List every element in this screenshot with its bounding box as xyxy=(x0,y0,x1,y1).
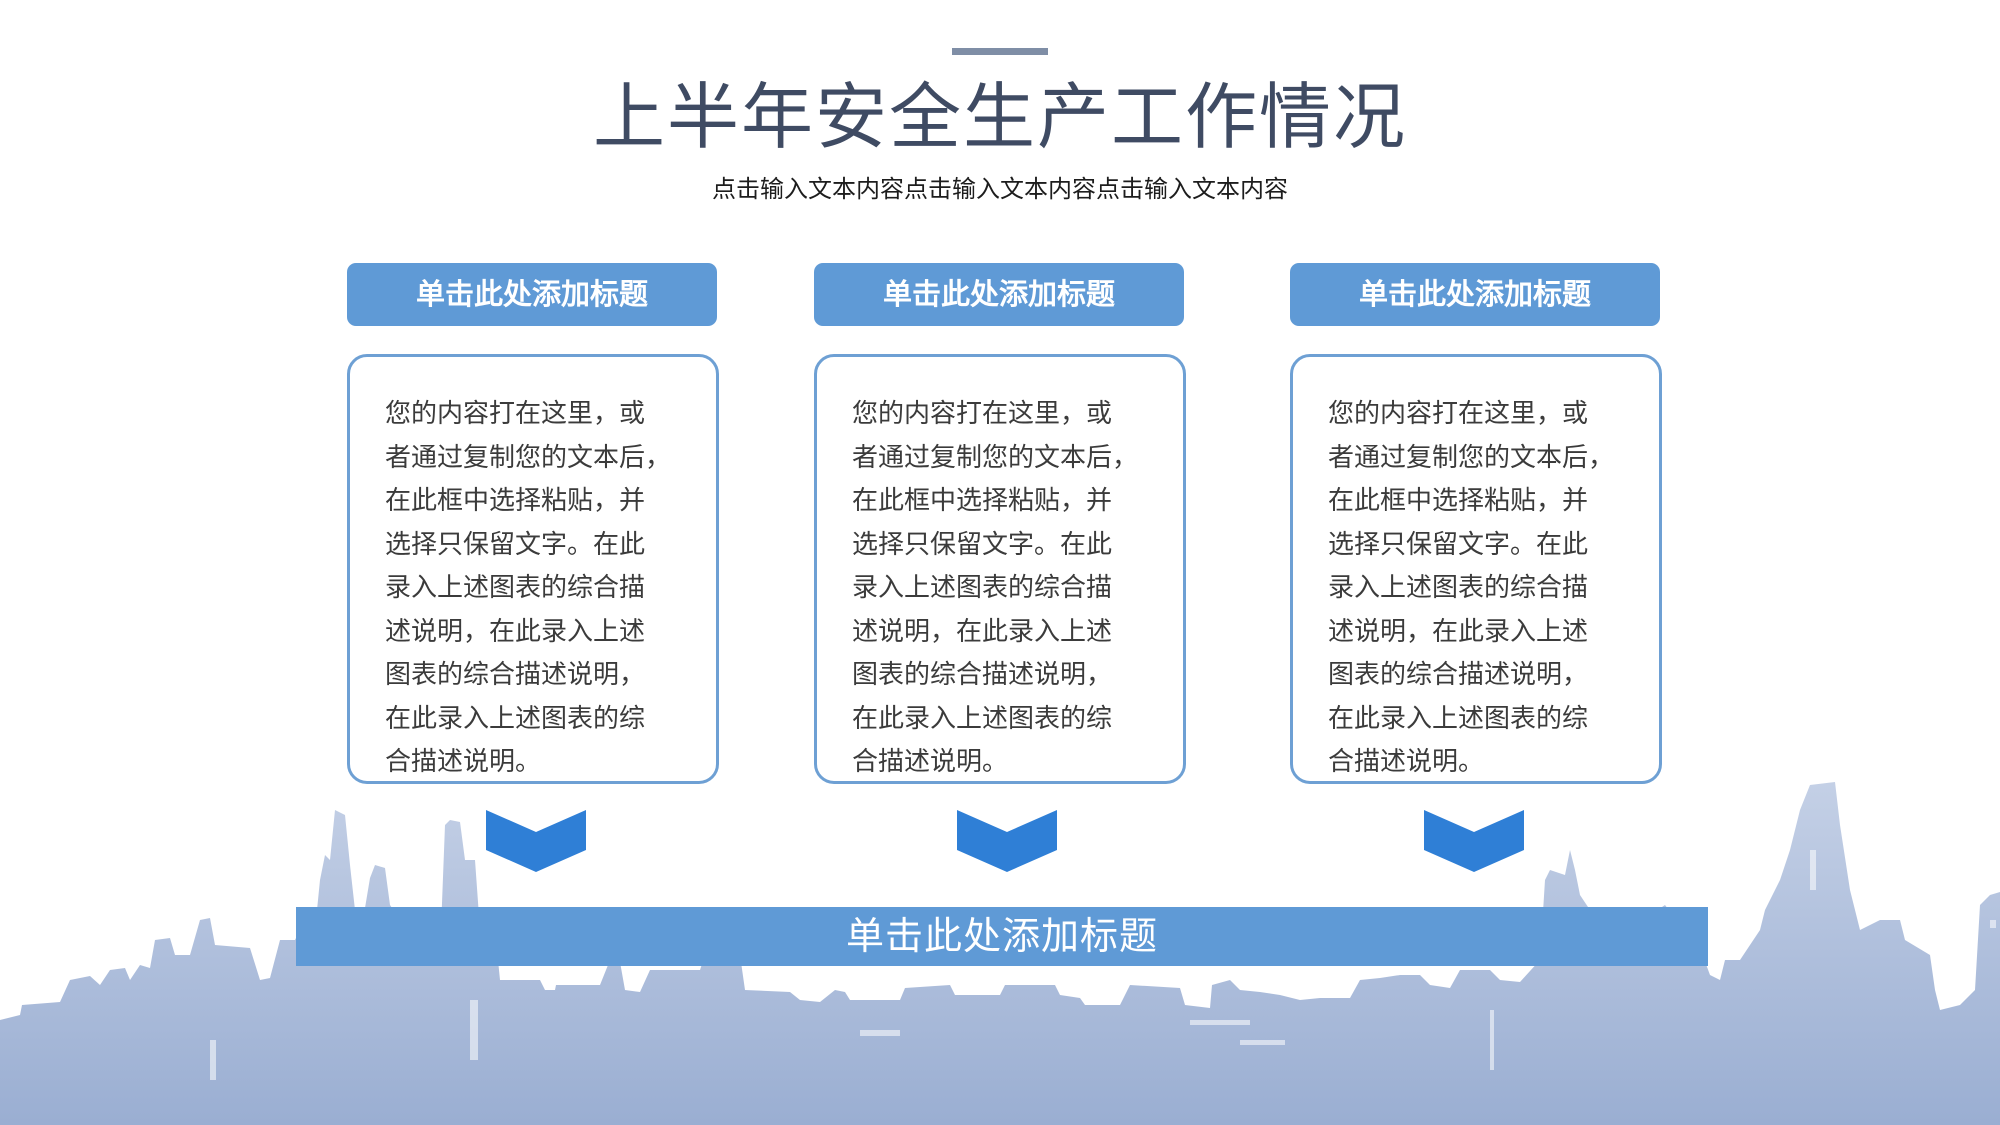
city-skyline-background xyxy=(0,782,2000,1125)
chevron-down-icon xyxy=(957,810,1057,872)
card-title-2[interactable]: 单击此处添加标题 xyxy=(814,263,1184,326)
chevron-down-icon xyxy=(1424,810,1524,872)
title-accent-line xyxy=(952,48,1048,55)
text-card-2[interactable]: 您的内容打在这里，或 者通过复制您的文本后， 在此框中选择粘贴，并 选择只保留文… xyxy=(814,354,1186,784)
card-body-text-3[interactable]: 您的内容打在这里，或 者通过复制您的文本后， 在此框中选择粘贴，并 选择只保留文… xyxy=(1328,399,1615,777)
card-body-text-2[interactable]: 您的内容打在这里，或 者通过复制您的文本后， 在此框中选择粘贴，并 选择只保留文… xyxy=(852,399,1139,777)
info-column-1: 单击此处添加标题 您的内容打在这里，或 者通过复制您的文本后， 在此框中选择粘贴… xyxy=(347,263,719,784)
page-title[interactable]: 上半年安全生产工作情况 xyxy=(592,75,1407,159)
summary-title-bar[interactable]: 单击此处添加标题 xyxy=(296,907,1708,966)
info-column-3: 单击此处添加标题 您的内容打在这里，或 者通过复制您的文本后， 在此框中选择粘贴… xyxy=(1290,263,1662,784)
info-column-2: 单击此处添加标题 您的内容打在这里，或 者通过复制您的文本后， 在此框中选择粘贴… xyxy=(814,263,1186,784)
text-card-1[interactable]: 您的内容打在这里，或 者通过复制您的文本后， 在此框中选择粘贴，并 选择只保留文… xyxy=(347,354,719,784)
card-title-3[interactable]: 单击此处添加标题 xyxy=(1290,263,1660,326)
page-subtitle[interactable]: 点击输入文本内容点击输入文本内容点击输入文本内容 xyxy=(712,175,1288,203)
text-card-3[interactable]: 您的内容打在这里，或 者通过复制您的文本后， 在此框中选择粘贴，并 选择只保留文… xyxy=(1290,354,1662,784)
card-body-text-1[interactable]: 您的内容打在这里，或 者通过复制您的文本后， 在此框中选择粘贴，并 选择只保留文… xyxy=(385,399,672,777)
card-title-1[interactable]: 单击此处添加标题 xyxy=(347,263,717,326)
chevron-down-icon xyxy=(486,810,586,872)
